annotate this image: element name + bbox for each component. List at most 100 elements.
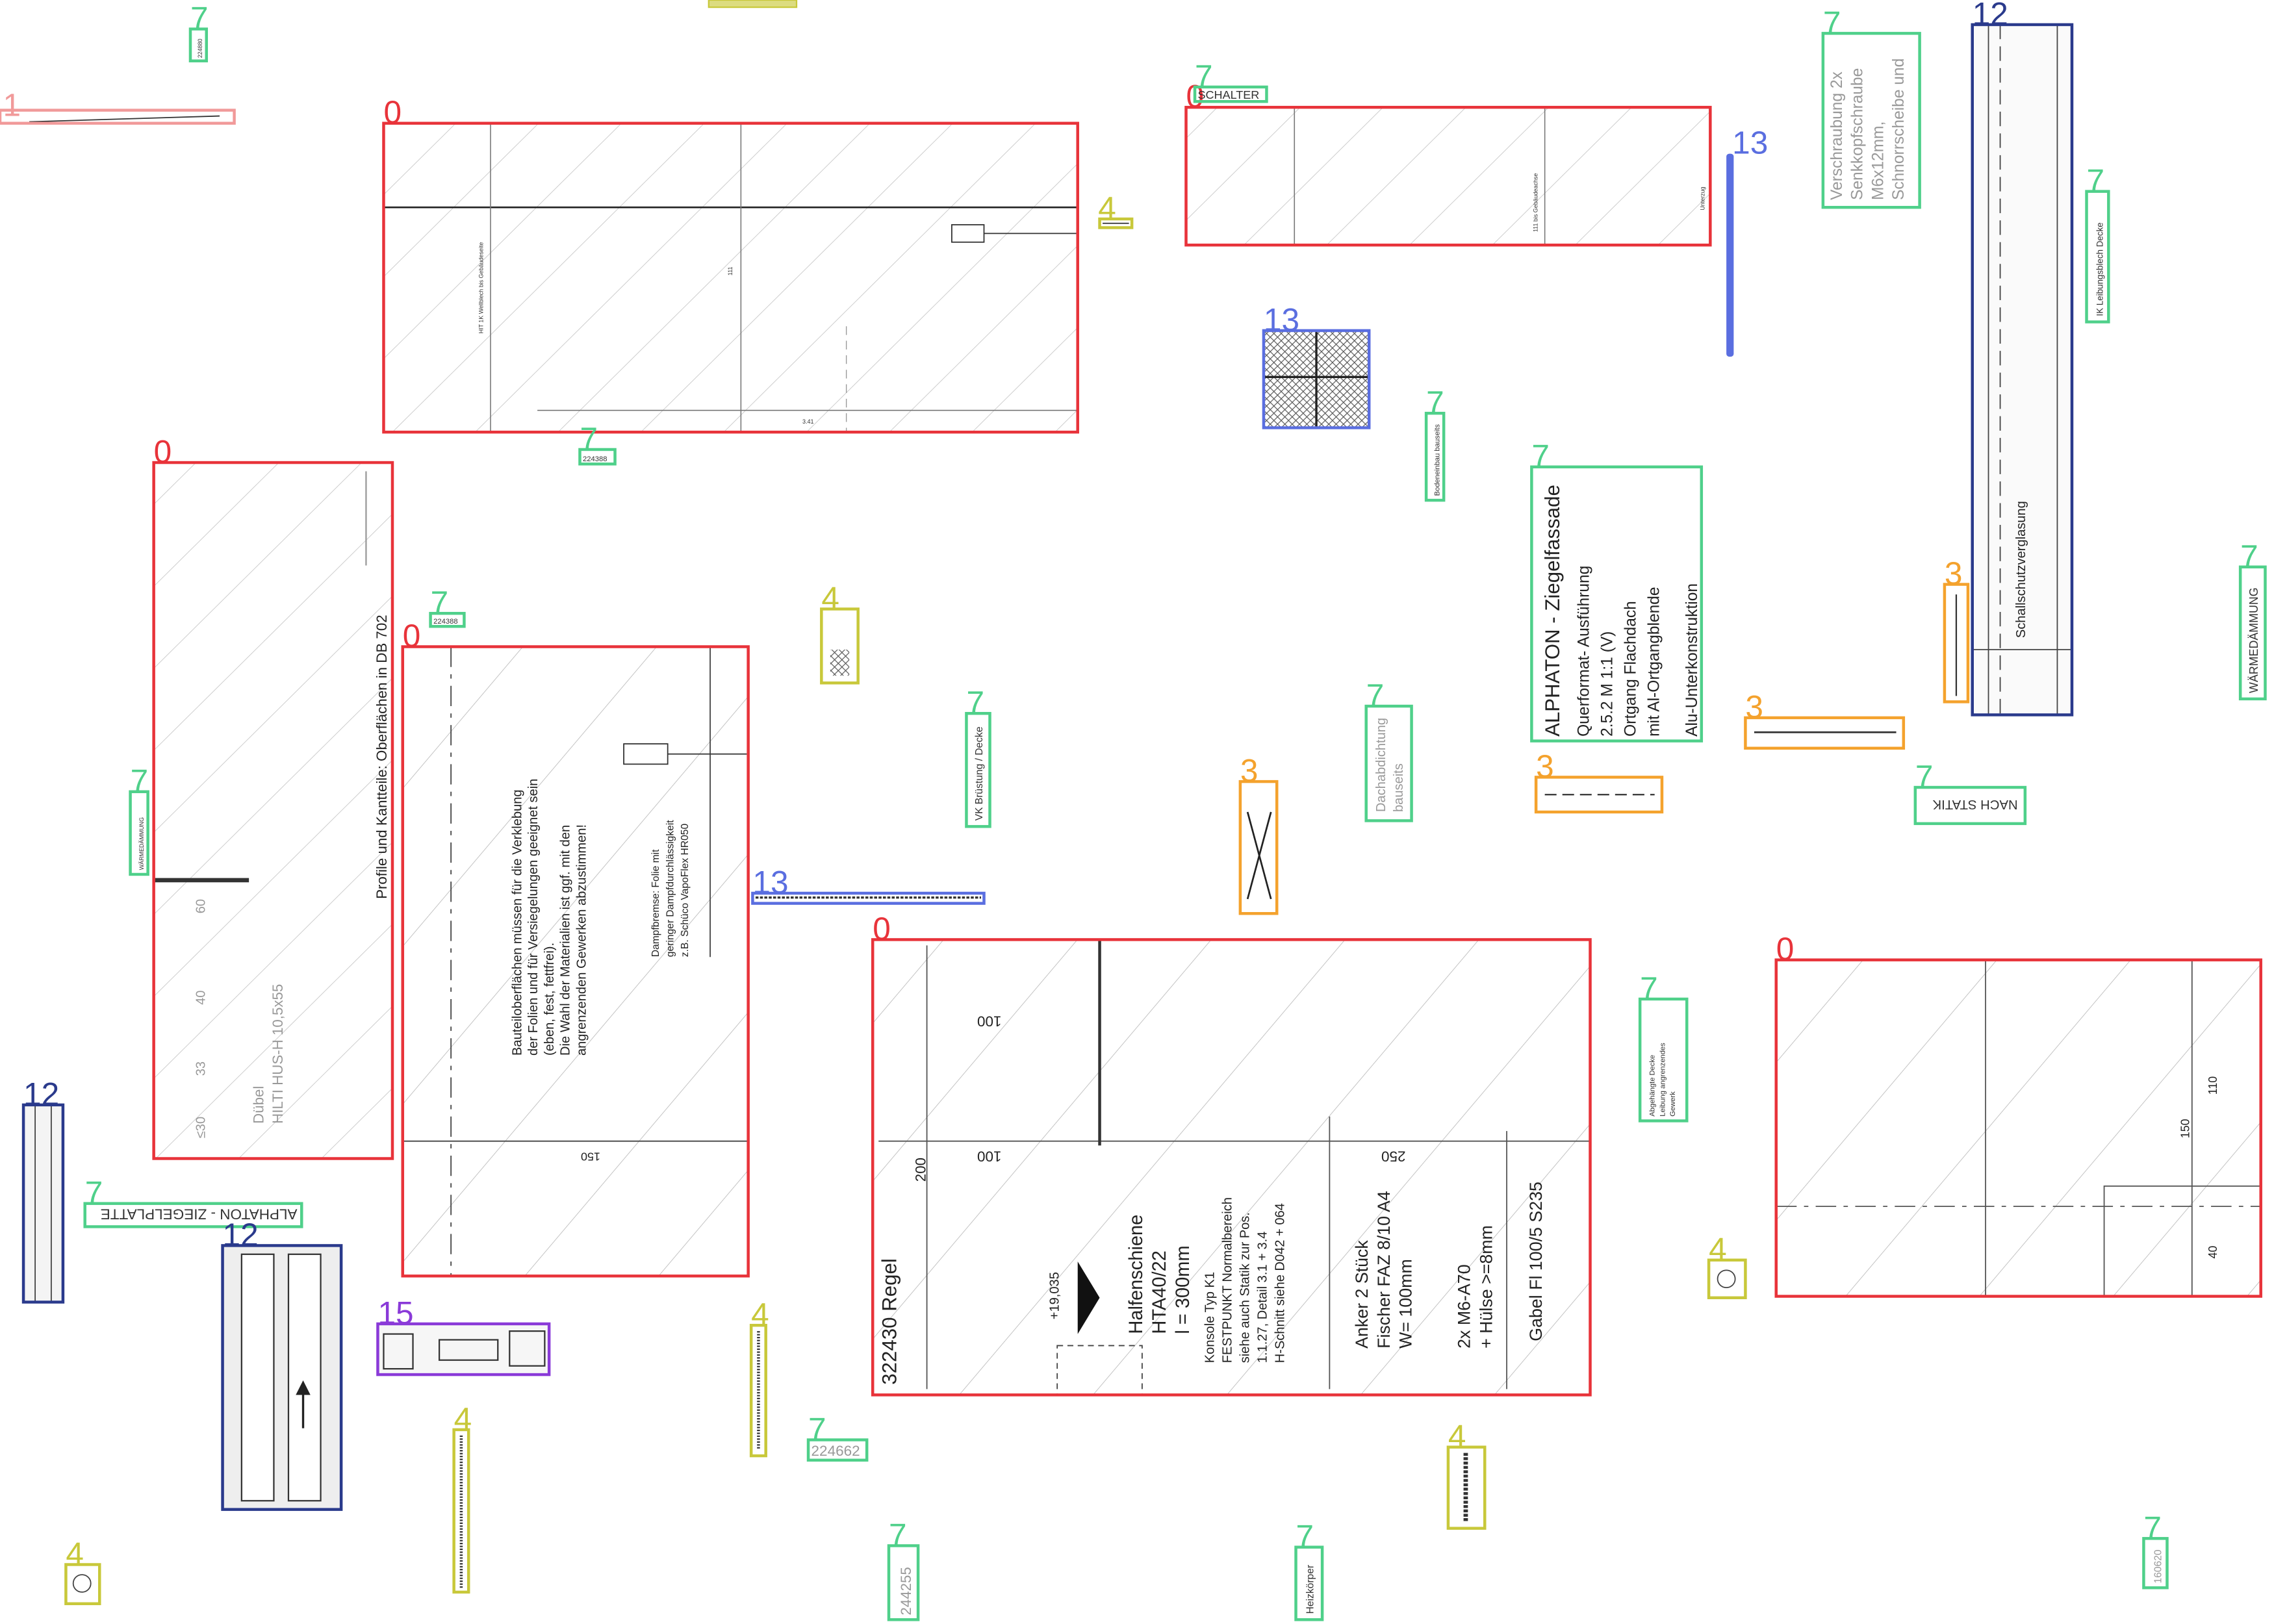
halfenschiene-2: HTA40/22 (1149, 1250, 1170, 1334)
class-0-box (871, 938, 1592, 1397)
class-label-13: 13 (752, 865, 788, 900)
yellow-tiny-top (708, 0, 798, 8)
dampfbremse-2: geringer Dampfdurchlässigkeit (665, 820, 676, 957)
class-13-horizontal: 13 (751, 865, 986, 905)
class-label-7: 7 (1426, 385, 1444, 420)
class-label-0: 0 (154, 434, 172, 470)
yellow-4-mid: 4 (820, 581, 860, 685)
yellow-4-a: 4 (1098, 190, 1134, 229)
label-160620-group: 160620 7 (2142, 1510, 2169, 1590)
right-dim-1: 110 (2206, 1076, 2219, 1095)
class-label-13: 13 (1732, 125, 1768, 161)
class-label-7: 7 (85, 1175, 103, 1211)
class-12-small-left: 12 (21, 1076, 65, 1304)
class-label-7: 7 (889, 1517, 907, 1553)
class-label-0: 0 (873, 911, 891, 947)
box-b-vert-1: 111 bis Gebäudeachse (1532, 173, 1539, 232)
verschraubung-1: Verschraubung 2x (1828, 71, 1846, 200)
label-nach-statik-group: NACH STATIK 7 (1913, 759, 2027, 826)
box-a-center-label: 111 (727, 267, 734, 276)
detail-box-f: 110 150 40 0 (1774, 932, 2262, 1298)
class-label-3: 3 (1240, 753, 1258, 789)
class-label-0: 0 (383, 95, 402, 131)
class-label-3: 3 (1536, 749, 1554, 785)
class-label-7: 7 (131, 763, 149, 799)
class-13-box: 13 (1262, 302, 1371, 429)
label-waermedaemmung-right-group: WÄRMEDÄMMUNG 7 (2238, 539, 2267, 701)
yellow-4-circle-right: 4 (1707, 1232, 1747, 1299)
yellow-4-screw-c: 4 (1446, 1419, 1487, 1530)
label-schalter: SCHALTER (1198, 88, 1260, 101)
class-label-0: 0 (403, 618, 421, 654)
class-label-7: 7 (1640, 971, 1658, 1006)
verschraubung-3: M6x12mm, (1869, 121, 1887, 200)
detail-box-c: Profile und Kantteile: Oberflächen in DB… (152, 434, 394, 1160)
class-label-7: 7 (2087, 163, 2105, 199)
label-vk-bruestung: VK Brüstung / Decke (974, 726, 985, 820)
dim-left-4: ≤30 (194, 1117, 208, 1138)
label-waermedaemmung-right: WÄRMEDÄMMUNG (2247, 587, 2260, 693)
label-ik-group: IK Leibungsblech Decke 7 (2085, 163, 2110, 324)
class-label-7: 7 (1195, 58, 1213, 94)
class-label-7: 7 (1296, 1519, 1314, 1554)
class-0-box (382, 121, 1079, 434)
class-label-7: 7 (2240, 539, 2258, 574)
konsole-5: H-Schnitt siehe D042 + 064 (1273, 1203, 1287, 1363)
konsole-3: siehe auch Statik zur Pos. (1238, 1212, 1252, 1363)
class-12-tall: Schallschutzverglasung 12 (1971, 0, 2074, 717)
right-dim-3: 40 (2206, 1246, 2219, 1259)
class-12-window: 12 (221, 1217, 343, 1511)
dim-left-1: 60 (194, 899, 208, 913)
class-label-12: 12 (23, 1076, 59, 1112)
abgehaengt-3: Gewerk (1669, 1091, 1677, 1117)
abgehaengt-2: Leibung angrenzendes (1659, 1043, 1667, 1117)
class-label-4: 4 (751, 1297, 769, 1332)
m6-2: + Hülse >=8mm (1476, 1225, 1496, 1349)
class-15-profile: 15 (376, 1295, 551, 1377)
label-244255-group: 244255 7 (887, 1517, 920, 1621)
class-label-1: 1 (3, 88, 21, 123)
yellow-4-screw-a: 4 (452, 1401, 472, 1594)
box-b-vert-2: Unterzug (1699, 186, 1706, 210)
dim-left-2: 40 (194, 991, 208, 1005)
main-dim-2: 100 (977, 1148, 1002, 1164)
class-label-3: 3 (1745, 689, 1763, 725)
dampfbremse-1: Dampfbremse: Folie mit (650, 849, 661, 957)
label-heizkoerper: Heizkörper (1305, 1565, 1316, 1614)
label-schalter-group: SCHALTER 7 (1193, 58, 1268, 103)
schallschutz-text: Schallschutzverglasung (2014, 501, 2028, 638)
class-label-15: 15 (377, 1295, 413, 1331)
class-label-7: 7 (1531, 438, 1550, 474)
label-heizkoerper-group: Heizkörper 7 (1294, 1519, 1324, 1621)
class-3-screw-small: 3 (1534, 749, 1664, 814)
regel: 322430 Regel (878, 1258, 901, 1385)
detail-box-d: Bauteiloberflächen müssen für die Verkle… (401, 618, 750, 1278)
class-13-bar: 13 (1726, 125, 1768, 357)
class-label-3: 3 (1945, 556, 1963, 592)
bauteile-3: (eben, fest, fettfrei). (543, 943, 557, 1056)
class-label-12: 12 (1973, 0, 2008, 32)
label-waermedaemmung-left-group: WÄRMEDÄMMUNG 7 (129, 763, 149, 876)
class-label-4: 4 (454, 1401, 472, 1437)
label-160620: 160620 (2153, 1549, 2164, 1583)
label-dachabdichtung-1: Dachabdichtung (1374, 718, 1388, 812)
label-224662-group: 224662 7 (806, 1412, 869, 1462)
label-244255: 244255 (898, 1567, 914, 1615)
bauteile-4: Die Wahl der Materialien ist ggf. mit de… (559, 825, 573, 1056)
alphaton-line-2: 2.5.2 M 1:1 (V) (1598, 631, 1616, 737)
class-0-box (401, 645, 750, 1278)
box-a-vertical-text: HIT 1K Wellblech bis Gebäudeseite (478, 242, 485, 334)
main-elev: +19,035 (1047, 1272, 1062, 1319)
class-label-4: 4 (1709, 1232, 1727, 1267)
label-dachabdichtung-2: bauseits (1392, 763, 1406, 812)
label-224388: 224388 (583, 455, 607, 463)
anker-3: W= 100mm (1396, 1259, 1415, 1349)
abgehaengt-1: Abgehängte Decke (1649, 1055, 1657, 1117)
duebel-2: HILTI HUS-H 10,5x55 (270, 984, 286, 1124)
bauteile-1: Bauteiloberflächen müssen für die Verkle… (510, 789, 524, 1056)
class-3-screw-horizontal: 3 (1744, 689, 1906, 750)
class-label-12: 12 (223, 1217, 259, 1253)
dampfbremse-3: z.B. Schüco VapoFlex HR050 (680, 824, 691, 958)
label-alphaton-group: ALPHATON - Ziegelfassade Querformat- Aus… (1530, 438, 1704, 742)
